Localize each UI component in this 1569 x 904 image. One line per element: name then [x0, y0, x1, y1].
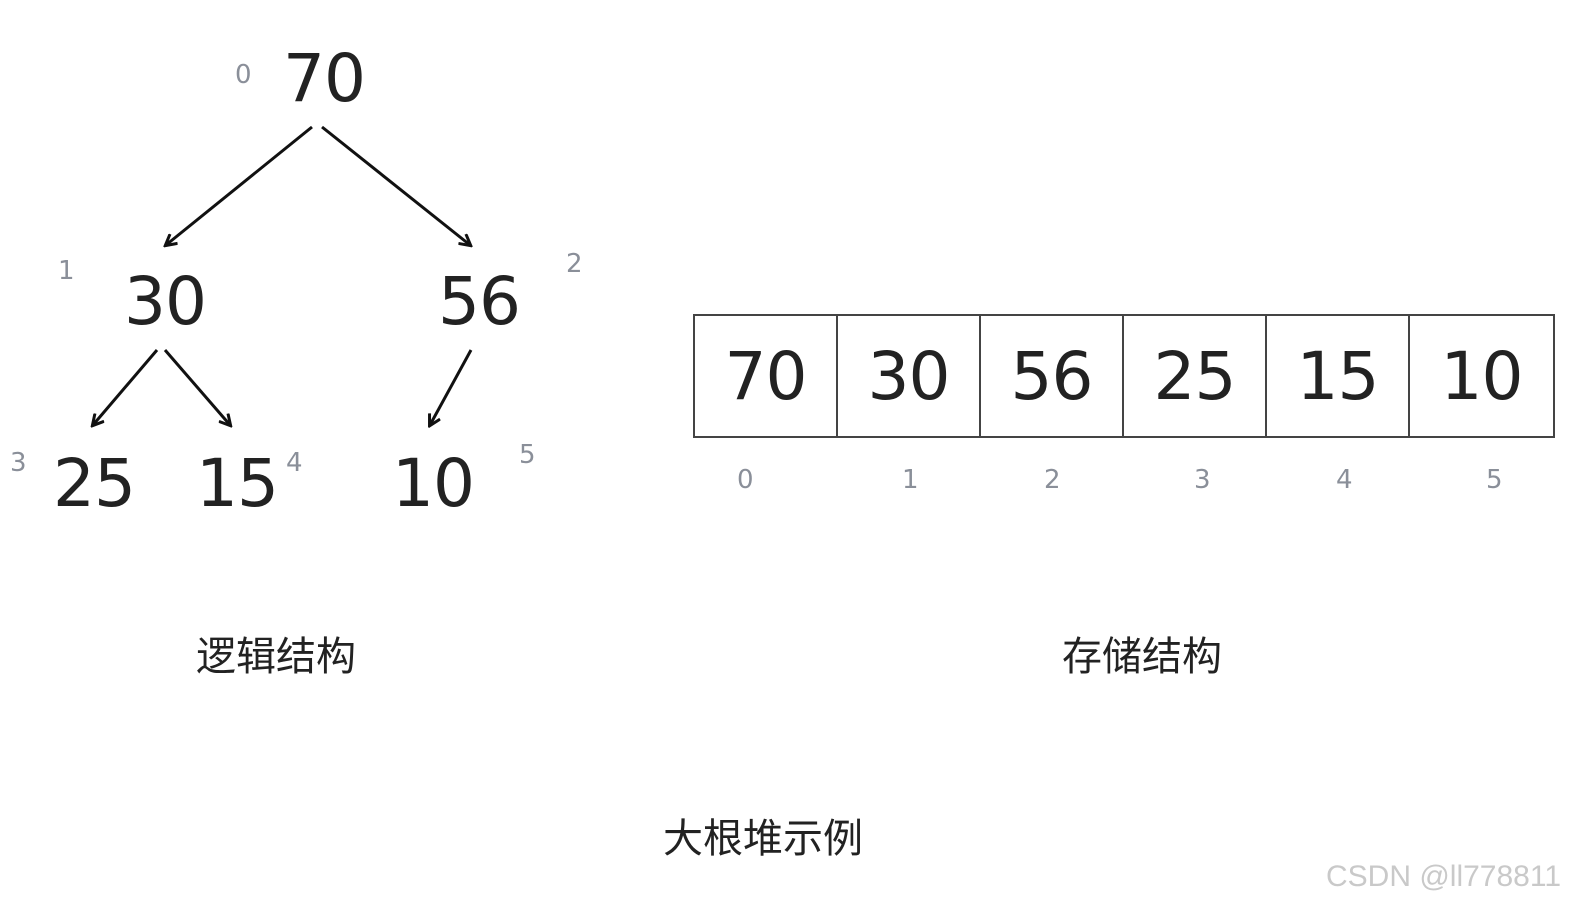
array-cell: 70 [695, 316, 838, 436]
tree-node-70: 70 [283, 40, 366, 117]
array-cell: 15 [1267, 316, 1410, 436]
tree-node-25: 25 [53, 445, 136, 522]
edge-70-30 [166, 125, 313, 245]
diagram-title: 大根堆示例 [663, 816, 863, 862]
array-index-2: 2 [1044, 465, 1061, 495]
watermark: CSDN @ll778811 [1326, 860, 1562, 893]
array-cell: 30 [838, 316, 981, 436]
tree-node-10: 10 [392, 445, 475, 522]
edge-70-56 [321, 125, 470, 245]
tree-index-5: 5 [519, 440, 536, 470]
tree-node-15: 15 [196, 445, 279, 522]
tree-index-1: 1 [58, 256, 75, 286]
array-cell: 10 [1440, 337, 1524, 415]
edge-30-25 [93, 349, 159, 425]
tree-index-4: 4 [286, 448, 303, 478]
tree-index-3: 3 [10, 448, 27, 478]
tree-node-56: 56 [438, 263, 521, 340]
storage-array: 70 30 56 25 15 10 [693, 314, 1555, 438]
array-index-1: 1 [902, 465, 919, 495]
tree-caption: 逻辑结构 [196, 634, 356, 680]
edge-30-15 [163, 349, 230, 425]
tree-node-30: 30 [124, 263, 207, 340]
array-cell: 25 [1124, 316, 1267, 436]
array-index-4: 4 [1336, 465, 1353, 495]
array-index-0: 0 [737, 465, 754, 495]
array-index-5: 5 [1486, 465, 1503, 495]
tree-index-2: 2 [566, 249, 583, 279]
edge-56-10 [430, 349, 473, 425]
array-index-3: 3 [1194, 465, 1211, 495]
array-cell: 56 [981, 316, 1124, 436]
tree-index-0: 0 [235, 60, 252, 90]
array-caption: 存储结构 [1062, 634, 1222, 680]
